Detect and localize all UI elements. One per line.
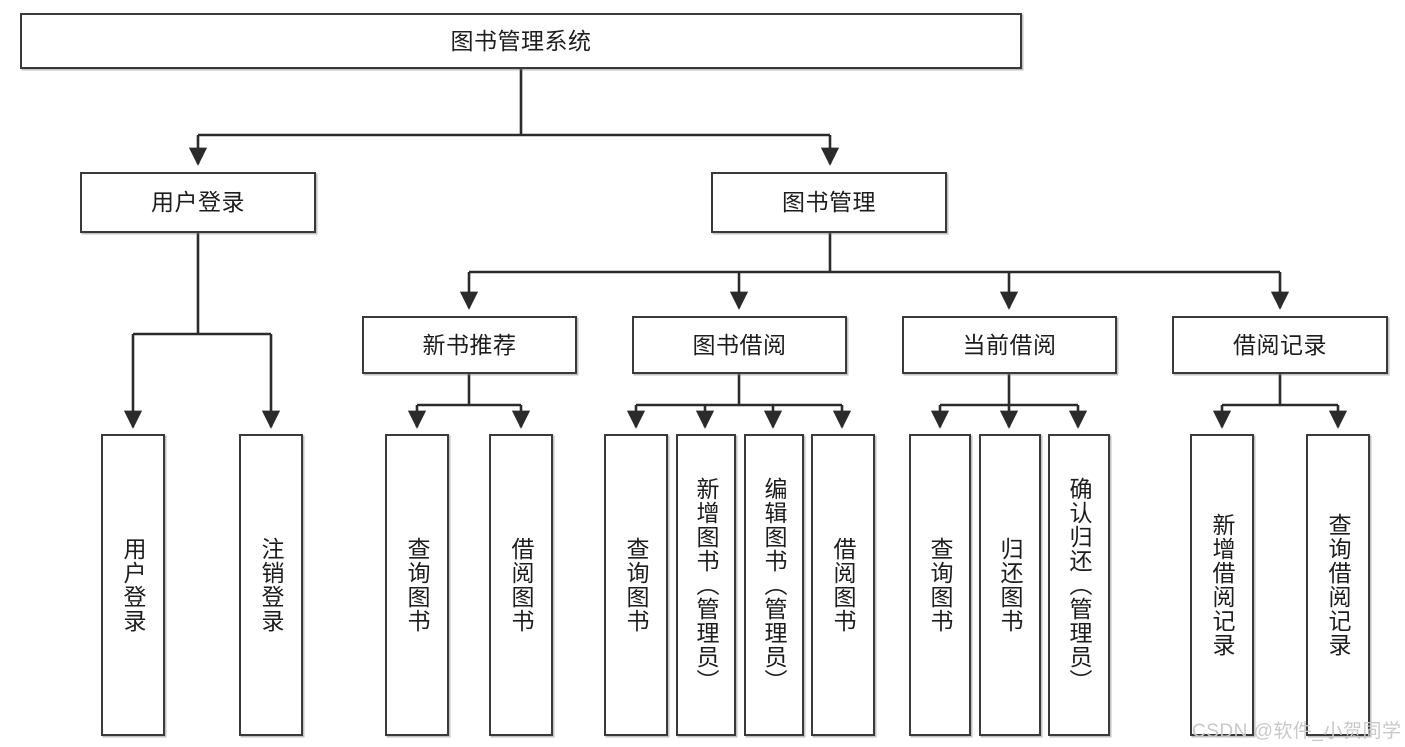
- node-leaf-borrow-book-2[interactable]: 借阅图书: [811, 434, 875, 736]
- node-leaf-add-record-label: 新增借阅记录: [1209, 513, 1236, 657]
- node-leaf-add-book-label: 新增图书（管理员）: [693, 477, 720, 693]
- node-leaf-query-book-2-label: 查询图书: [623, 537, 650, 633]
- node-book-manage-label: 图书管理: [782, 189, 876, 216]
- node-user-login-label: 用户登录: [151, 189, 245, 216]
- node-leaf-query-book-2[interactable]: 查询图书: [604, 434, 668, 736]
- node-user-login[interactable]: 用户登录: [80, 172, 316, 233]
- watermark: CSDN @软件_小贺同学: [1192, 721, 1402, 742]
- node-leaf-user-logout-label: 注销登录: [258, 537, 285, 633]
- node-leaf-query-record[interactable]: 查询借阅记录: [1306, 434, 1370, 736]
- node-new-book-rec[interactable]: 新书推荐: [362, 316, 577, 374]
- node-new-book-rec-label: 新书推荐: [422, 331, 517, 358]
- node-borrow-record[interactable]: 借阅记录: [1172, 316, 1388, 374]
- node-leaf-confirm-return[interactable]: 确认归还（管理员）: [1048, 434, 1110, 736]
- node-leaf-return-book[interactable]: 归还图书: [979, 434, 1041, 736]
- node-borrow-record-label: 借阅记录: [1233, 331, 1327, 358]
- node-leaf-add-record[interactable]: 新增借阅记录: [1190, 434, 1254, 736]
- node-leaf-query-book-1-label: 查询图书: [404, 537, 431, 633]
- node-current-borrow[interactable]: 当前借阅: [902, 316, 1117, 374]
- node-leaf-return-book-label: 归还图书: [997, 537, 1024, 633]
- node-leaf-query-book-3[interactable]: 查询图书: [909, 434, 971, 736]
- node-book-manage[interactable]: 图书管理: [711, 172, 947, 233]
- node-leaf-user-logout[interactable]: 注销登录: [239, 434, 303, 736]
- node-leaf-user-login-label: 用户登录: [120, 537, 147, 633]
- node-leaf-borrow-book-1[interactable]: 借阅图书: [489, 434, 553, 736]
- node-leaf-edit-book-label: 编辑图书（管理员）: [761, 477, 788, 693]
- node-leaf-borrow-book-1-label: 借阅图书: [508, 537, 535, 633]
- node-leaf-edit-book[interactable]: 编辑图书（管理员）: [744, 434, 804, 736]
- node-current-borrow-label: 当前借阅: [962, 331, 1057, 358]
- node-root[interactable]: 图书管理系统: [20, 13, 1022, 69]
- node-book-borrow[interactable]: 图书借阅: [632, 316, 847, 374]
- node-leaf-add-book[interactable]: 新增图书（管理员）: [676, 434, 736, 736]
- node-root-label: 图书管理系统: [450, 27, 592, 54]
- node-leaf-borrow-book-2-label: 借阅图书: [830, 537, 857, 633]
- node-book-borrow-label: 图书借阅: [692, 331, 787, 358]
- node-leaf-user-login[interactable]: 用户登录: [101, 434, 165, 736]
- node-leaf-query-record-label: 查询借阅记录: [1325, 513, 1352, 657]
- node-leaf-query-book-3-label: 查询图书: [927, 537, 954, 633]
- node-leaf-confirm-return-label: 确认归还（管理员）: [1066, 477, 1093, 693]
- node-leaf-query-book-1[interactable]: 查询图书: [385, 434, 449, 736]
